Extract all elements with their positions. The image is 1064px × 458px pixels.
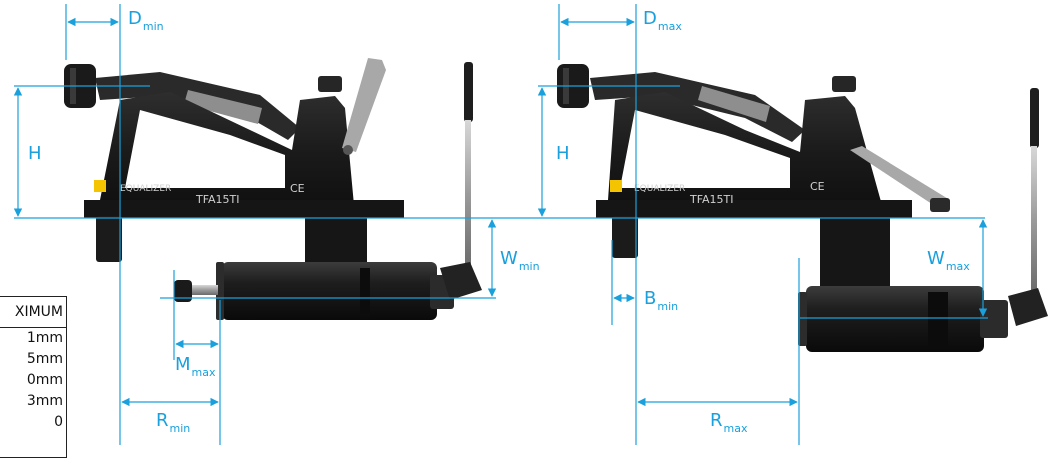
label-r-min-main: R <box>156 410 169 431</box>
label-m-max-main: M <box>175 354 191 375</box>
right-pump-handle <box>1030 88 1039 148</box>
label-w-max-sub: max <box>945 260 970 273</box>
label-h-left: H <box>28 145 42 163</box>
label-r-min: Rmin <box>156 410 190 435</box>
label-m-max: Mmax <box>175 354 216 379</box>
right-frame-body <box>600 92 885 216</box>
left-tool-illustration: EQUALIZER TFA15TI CE <box>64 58 482 320</box>
right-model-text: TFA15TI <box>689 193 734 206</box>
left-lower-jaw <box>96 216 122 262</box>
label-w-min: Wmin <box>500 248 540 273</box>
label-w-max-main: W <box>927 248 945 269</box>
right-warning-sticker <box>610 180 622 192</box>
spec-table-row: 5mm <box>26 351 63 367</box>
spec-table-row: 0mm <box>26 372 63 388</box>
label-w-min-sub: min <box>518 260 540 273</box>
label-d-min: Dmin <box>128 8 164 33</box>
label-r-min-sub: min <box>169 422 191 435</box>
right-release-lever <box>850 146 950 212</box>
spec-table-row: 1mm <box>26 330 63 346</box>
left-frame-body <box>90 92 355 216</box>
label-d-min-sub: min <box>142 20 164 33</box>
left-pump-handle <box>464 62 473 122</box>
label-d-max: Dmax <box>643 8 682 33</box>
right-piston-flange <box>798 292 807 346</box>
label-d-min-main: D <box>128 8 142 29</box>
left-piston-flange <box>216 262 224 320</box>
spec-table: XIMUM 1mm 5mm 0mm 3mm 0 <box>0 296 67 458</box>
label-d-max-main: D <box>643 8 657 29</box>
left-arm-label <box>184 90 262 124</box>
left-ce-mark: CE <box>290 182 305 195</box>
label-h-right: H <box>556 145 570 163</box>
label-b-min: Bmin <box>644 288 678 313</box>
spec-table-row: 3mm <box>26 393 63 409</box>
label-b-min-main: B <box>644 288 657 309</box>
label-w-max: Wmax <box>927 248 970 273</box>
left-base-plate <box>84 200 404 218</box>
left-stem <box>305 218 367 268</box>
right-stem <box>820 218 890 288</box>
label-r-max-sub: max <box>723 422 748 435</box>
label-h-left-main: H <box>28 143 42 164</box>
left-brand-text: EQUALIZER <box>120 184 171 194</box>
left-upper-jaw-arm <box>95 72 300 140</box>
label-r-max: Rmax <box>710 410 747 435</box>
label-b-min-sub: min <box>657 300 679 313</box>
label-r-max-main: R <box>710 410 723 431</box>
right-brand-text: EQUALIZER <box>634 184 685 194</box>
right-knob <box>832 76 856 92</box>
label-d-max-sub: max <box>657 20 682 33</box>
label-w-min-main: W <box>500 248 518 269</box>
left-piston-rod <box>192 285 218 295</box>
right-base-plate <box>596 200 912 218</box>
right-arm-label <box>698 86 770 122</box>
right-ce-mark: CE <box>810 180 825 193</box>
left-knob <box>318 76 342 92</box>
left-piston-head <box>174 280 192 302</box>
left-release-lever <box>342 58 386 152</box>
label-m-max-sub: max <box>191 366 216 379</box>
spec-table-row: 0 <box>54 414 63 430</box>
label-h-right-main: H <box>556 143 570 164</box>
right-cylinder <box>806 286 984 352</box>
left-warning-sticker <box>94 180 106 192</box>
right-lower-jaw <box>612 216 638 258</box>
left-model-text: TFA15TI <box>195 193 240 206</box>
right-tool-illustration: EQUALIZER TFA15TI CE <box>557 64 1048 352</box>
spec-table-header: XIMUM <box>0 297 66 328</box>
right-upper-jaw-arm <box>590 72 805 142</box>
left-cylinder <box>222 262 437 320</box>
dimension-lines <box>13 4 988 445</box>
